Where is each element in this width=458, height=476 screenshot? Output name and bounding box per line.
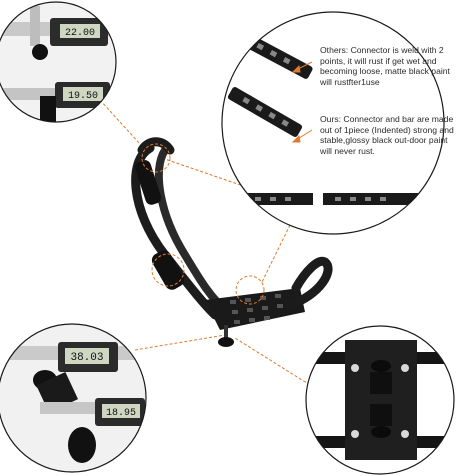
tube-end-upper: [32, 44, 48, 60]
highlight-circle-top: [141, 143, 171, 173]
inset-border-bottom-right: [305, 325, 455, 475]
mount-bolts: [351, 364, 409, 438]
mount-clamp-lower: [370, 404, 392, 426]
callout-ours: Ours: Connector and bar are made out of …: [320, 114, 454, 156]
mount-knob-lower: [371, 426, 391, 438]
inset-bottom-left-caliper: 38.03 18.95: [0, 323, 147, 473]
caliper-screen-bl-lower: [102, 404, 140, 418]
inset-border-top-right: [221, 11, 445, 235]
rack-upper-pad: [135, 160, 162, 205]
leader-line-bottom-left: [134, 334, 226, 351]
highlight-circle-base: [235, 275, 265, 305]
mount-knob-upper: [371, 360, 391, 372]
mount-plate: [345, 340, 417, 460]
caliper-screen-upper: [60, 24, 100, 38]
caliper-readout-bottom-upper: 38.03: [70, 352, 103, 364]
inset-bottom-right-mount: [305, 325, 455, 475]
caliper-readout-top-lower: 19.50: [68, 91, 98, 102]
caliper-readout-bottom-lower: 18.95: [106, 408, 136, 419]
tube-lower: [40, 96, 56, 122]
rack-front-arm: [154, 146, 232, 316]
kayak-j-rack: [131, 137, 333, 347]
tube-straight-left: [225, 193, 313, 205]
arrows-top-right: [291, 61, 313, 143]
callout-others: Others: Connector is weld with 2 points,…: [320, 45, 450, 87]
inset-top-left-caliper: 22.00 19.50: [0, 1, 117, 123]
mount-clamp-upper: [370, 372, 392, 394]
caliper-readout-top-upper: 22.00: [65, 28, 95, 39]
round-tube-lower: [68, 427, 96, 463]
rack-mount-bolt: [224, 325, 228, 339]
highlight-circle-mid: [151, 253, 185, 287]
leader-line-top-right: [161, 157, 256, 191]
tube-ours: [227, 87, 303, 137]
rack-mount-knob: [218, 337, 234, 347]
base-plate-holes: [230, 294, 283, 324]
caliper-jaw-upper: [30, 6, 40, 46]
rack-front-hook: [285, 256, 333, 310]
tube-straight-right: [323, 193, 444, 205]
inset-border-bottom-left: [0, 323, 147, 473]
rack-mid-pad: [151, 250, 185, 290]
tube-others-upper: [241, 33, 313, 79]
rack-top-bend: [137, 137, 175, 155]
caliper-screen-lower: [63, 87, 103, 101]
leader-line-mid-right: [261, 224, 291, 283]
caliper-screen-bl-upper: [65, 348, 109, 364]
leader-line-bottom-right: [234, 337, 311, 386]
inset-border-top-left: [0, 1, 117, 123]
rack-base-plate: [205, 288, 305, 330]
inset-top-right-tubes: [221, 11, 445, 235]
